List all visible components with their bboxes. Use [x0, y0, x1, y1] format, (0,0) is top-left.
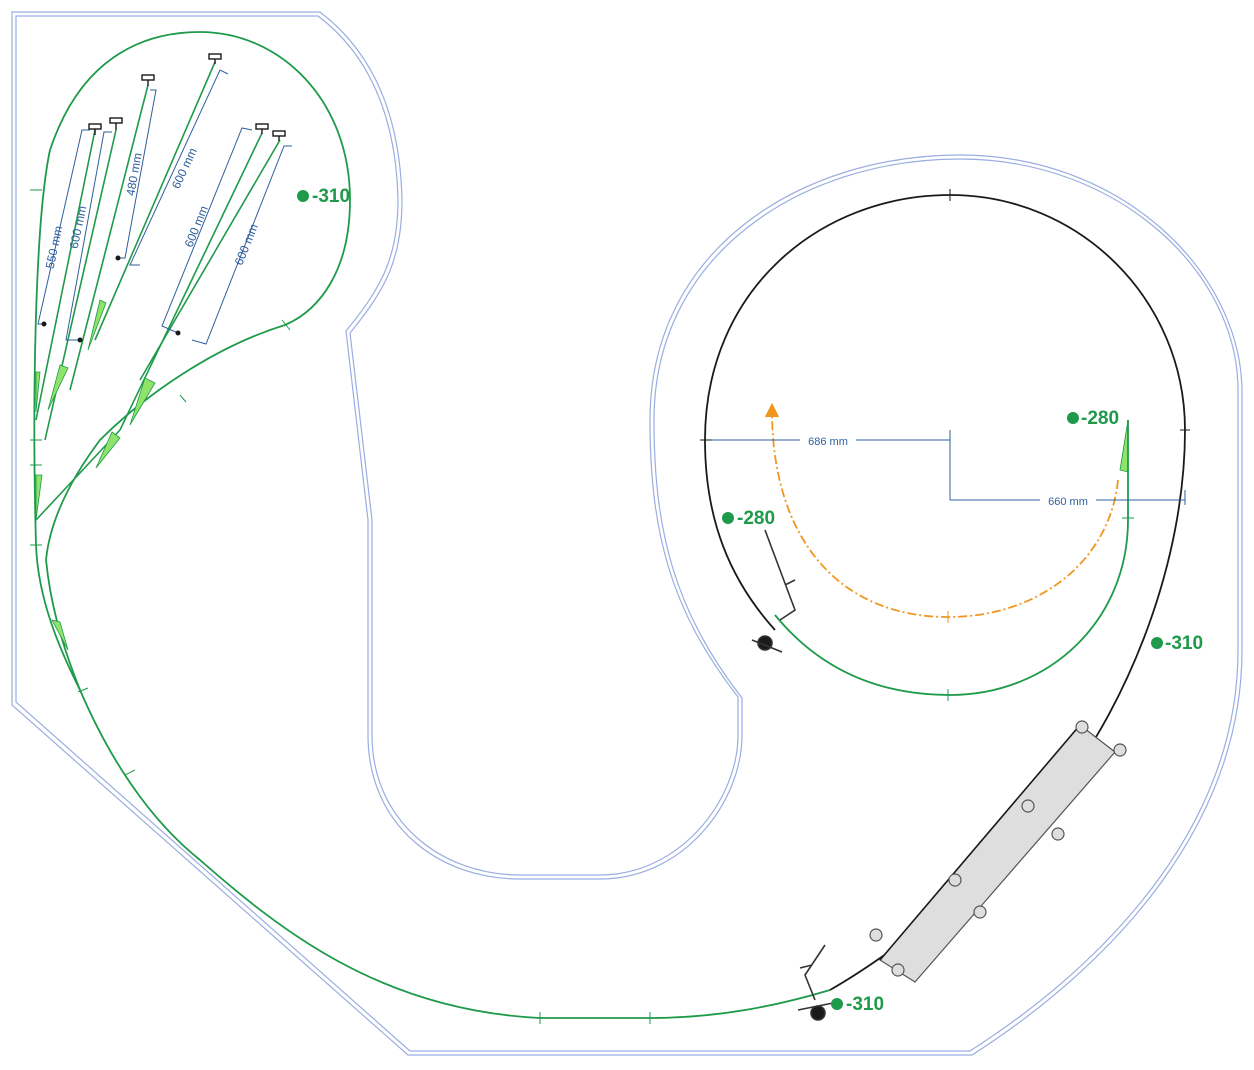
siding-3 — [69, 84, 149, 391]
elevation-marker-right-mid: -310 — [1151, 633, 1203, 654]
turnout-1 — [35, 371, 41, 413]
buffer-stop-icon — [208, 53, 222, 64]
siding-length-label-4: 600 mm — [169, 146, 200, 191]
green-dot-icon — [297, 190, 309, 202]
elevation-marker-upper-left: -310 — [297, 186, 350, 207]
siding-length-label-5: 600 mm — [182, 204, 211, 249]
siding-6 — [139, 139, 281, 381]
siding-dimensions — [37, 69, 292, 345]
turnout-3 — [35, 474, 43, 521]
siding-5 — [119, 132, 263, 431]
green-dot-icon — [722, 512, 734, 524]
buffer-stop-icon — [272, 130, 286, 141]
elevation-marker-left-loop-end: -280 — [722, 508, 775, 529]
elevation-label-upper-right: -280 — [1081, 408, 1119, 429]
elevation-marker-bottom: -310 — [831, 994, 884, 1015]
green-dot-icon — [831, 998, 843, 1010]
buffer-stop-icon — [88, 123, 102, 135]
turnout-8 — [1119, 419, 1129, 473]
rail-joint-ticks — [30, 189, 1134, 1024]
signal-icon — [751, 529, 796, 653]
baseboard-outline — [11, 11, 1243, 1056]
left-sidings — [35, 61, 281, 521]
turnout-2 — [47, 364, 69, 411]
turnout-highlights — [35, 299, 1129, 651]
radius-label-bg-left — [800, 432, 856, 448]
turnout-5 — [129, 377, 156, 426]
green-dot-icon — [1067, 412, 1079, 424]
siding-length-label-1: 550 mm — [43, 225, 66, 270]
elevation-label-upper-left: -310 — [312, 186, 350, 207]
buffer-stop-icon — [255, 123, 269, 134]
siding-length-label-2: 600 mm — [67, 205, 90, 250]
turnout-4 — [87, 299, 107, 351]
green-dot-icon — [1151, 637, 1163, 649]
radius-label-left: 686 mm — [808, 436, 848, 448]
siding-4 — [94, 61, 216, 341]
siding-length-label-6: 600 mm — [232, 222, 261, 267]
buffer-stops — [88, 53, 286, 141]
radius-label-bg-right — [1040, 492, 1096, 508]
bridge — [869, 720, 1127, 983]
siding-1 — [35, 129, 96, 421]
left-loop-curve — [33, 31, 351, 561]
elevation-label-left-loop-end: -280 — [737, 508, 775, 529]
buffer-stop-icon — [109, 117, 123, 130]
siding-length-label-3: 480 mm — [123, 152, 144, 197]
signal-icon — [797, 944, 839, 1021]
turnout-6 — [95, 431, 121, 469]
left-main-descent — [35, 544, 831, 1019]
elevation-marker-upper-right: -280 — [1067, 408, 1119, 429]
left-loop-track — [33, 31, 831, 1019]
black-track-ticks — [700, 189, 1190, 441]
elevation-label-bottom: -310 — [846, 994, 884, 1015]
buffer-stop-icon — [141, 74, 155, 86]
turnout-7 — [51, 619, 69, 651]
radius-label-right: 660 mm — [1048, 496, 1088, 508]
siding-endpoints — [41, 255, 181, 343]
elevation-label-right-mid: -310 — [1165, 633, 1203, 654]
right-inner-green-track — [774, 420, 1129, 696]
